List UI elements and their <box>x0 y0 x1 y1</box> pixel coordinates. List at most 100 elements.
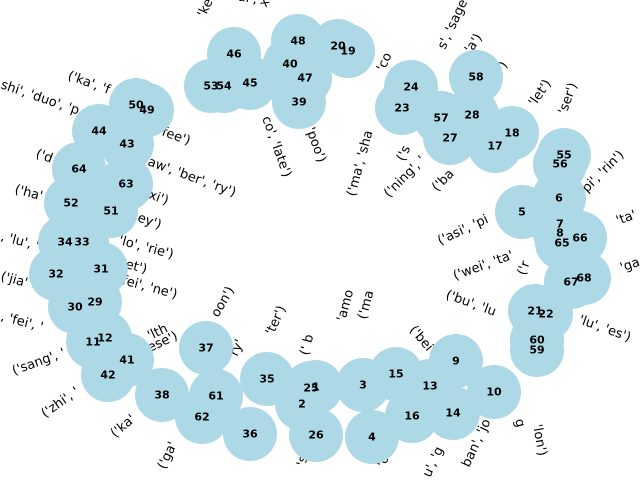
edge-label: ('ka', 'f <box>66 69 113 98</box>
edge-label: ('bei <box>406 323 436 354</box>
node-label: 1 <box>312 381 320 394</box>
node-label: 46 <box>226 48 242 61</box>
node-label: 44 <box>91 125 107 138</box>
node-label: 50 <box>128 99 144 112</box>
graph-node[interactable] <box>449 50 503 104</box>
node-label: 28 <box>464 109 479 122</box>
edge-label: ('ga' <box>155 440 181 472</box>
edge-label: 'lon') <box>529 423 549 457</box>
edge-label: ('zhi', ' <box>39 384 83 421</box>
node-label: 61 <box>208 390 223 403</box>
edge-label: 'ta' <box>614 208 638 229</box>
edge-label: (' b <box>297 333 317 357</box>
node-label: 35 <box>259 373 274 386</box>
node-label: 20 <box>330 40 346 53</box>
node-label: 48 <box>290 35 305 48</box>
edge-label: ('bu', 'lu <box>444 288 498 320</box>
node-label: 10 <box>486 386 502 399</box>
edge-label: 'ser') <box>556 81 581 117</box>
edge-label: ('ka' <box>108 412 139 441</box>
node-label: 37 <box>198 342 213 355</box>
node-label: 34 <box>57 236 73 249</box>
node-label: 23 <box>394 102 409 115</box>
node-label: 39 <box>291 96 306 109</box>
node-label: 32 <box>48 268 63 281</box>
edge-label: ('ma <box>355 289 377 321</box>
node-label: 5 <box>518 206 526 219</box>
graph-node[interactable] <box>414 91 468 145</box>
node-label: 29 <box>87 296 102 309</box>
node-label: 15 <box>388 368 403 381</box>
node-label: 63 <box>118 178 133 191</box>
node-label: 43 <box>119 138 134 151</box>
node-label: 51 <box>103 205 118 218</box>
graph-node[interactable] <box>240 352 294 406</box>
node-label: 31 <box>93 263 108 276</box>
node-label: 38 <box>154 389 169 402</box>
graph-node[interactable] <box>557 251 611 305</box>
edge-label: xia <box>256 0 279 10</box>
graph-node[interactable] <box>81 348 135 402</box>
node-label: 64 <box>71 163 87 176</box>
node-label: 56 <box>552 158 568 171</box>
graph-node[interactable] <box>223 407 277 461</box>
graph-node[interactable] <box>553 211 607 265</box>
graph-node[interactable] <box>284 361 338 415</box>
graph-node[interactable] <box>385 389 439 443</box>
edge-label: ('ma', 'sha <box>344 129 376 198</box>
graph-node[interactable] <box>99 157 153 211</box>
edge-label: ('ba <box>429 167 457 195</box>
graph-node[interactable] <box>52 142 106 196</box>
edge-label: ('jia' <box>0 269 29 291</box>
graph-node[interactable] <box>271 14 325 68</box>
graph-node[interactable] <box>467 365 521 419</box>
graph-node[interactable] <box>179 321 233 375</box>
node-label: 66 <box>572 232 588 245</box>
node-layer: 1234567891011121314151617181920212223242… <box>29 14 611 464</box>
node-label: 45 <box>242 77 257 90</box>
edge-label: ('asi', 'pi <box>435 212 491 249</box>
edge-label: ('ha' <box>13 182 44 204</box>
graph-node[interactable] <box>510 313 564 367</box>
edge-label: mai', <box>224 0 258 7</box>
graph-node[interactable] <box>369 347 423 401</box>
node-label: 8 <box>556 227 564 240</box>
edge-label: g <box>511 417 528 429</box>
node-label: 62 <box>194 411 209 424</box>
graph-node[interactable] <box>135 368 189 422</box>
node-label: 68 <box>576 272 591 285</box>
node-label: 9 <box>452 355 460 368</box>
graph-node[interactable] <box>289 408 343 462</box>
graph-node[interactable] <box>175 390 229 444</box>
node-label: 67 <box>563 276 578 289</box>
node-label: 52 <box>63 197 78 210</box>
node-label: 16 <box>404 410 420 423</box>
graph-node[interactable] <box>533 137 587 191</box>
edge-label: 'co <box>374 50 396 73</box>
graph-node[interactable] <box>345 410 399 464</box>
node-label: 17 <box>487 140 502 153</box>
node-label: 14 <box>445 407 461 420</box>
node-label: 30 <box>67 301 83 314</box>
edge-label: u', 'g <box>420 444 447 479</box>
node-label: 41 <box>119 354 134 367</box>
node-label: 3 <box>359 379 367 392</box>
graph-node[interactable] <box>426 386 480 440</box>
edge-label: 'let') <box>526 77 555 109</box>
node-label: 22 <box>538 308 553 321</box>
edge-label: , 'fei', ' <box>0 309 45 335</box>
edge-label: ('d <box>34 147 55 167</box>
graph-node[interactable] <box>197 59 251 113</box>
edge-label: ('wei', 'ta' <box>451 248 515 284</box>
node-label: 36 <box>242 428 258 441</box>
edge-label: , 'lu', ' <box>0 229 41 254</box>
node-label: 24 <box>403 81 419 94</box>
graph-node[interactable] <box>109 78 163 132</box>
edge-label: 'ter') <box>263 304 290 338</box>
edge-label: xi') <box>147 188 171 209</box>
node-label: 58 <box>468 71 483 84</box>
node-label: 42 <box>100 369 115 382</box>
node-label: 12 <box>97 332 112 345</box>
node-label: 13 <box>422 380 437 393</box>
